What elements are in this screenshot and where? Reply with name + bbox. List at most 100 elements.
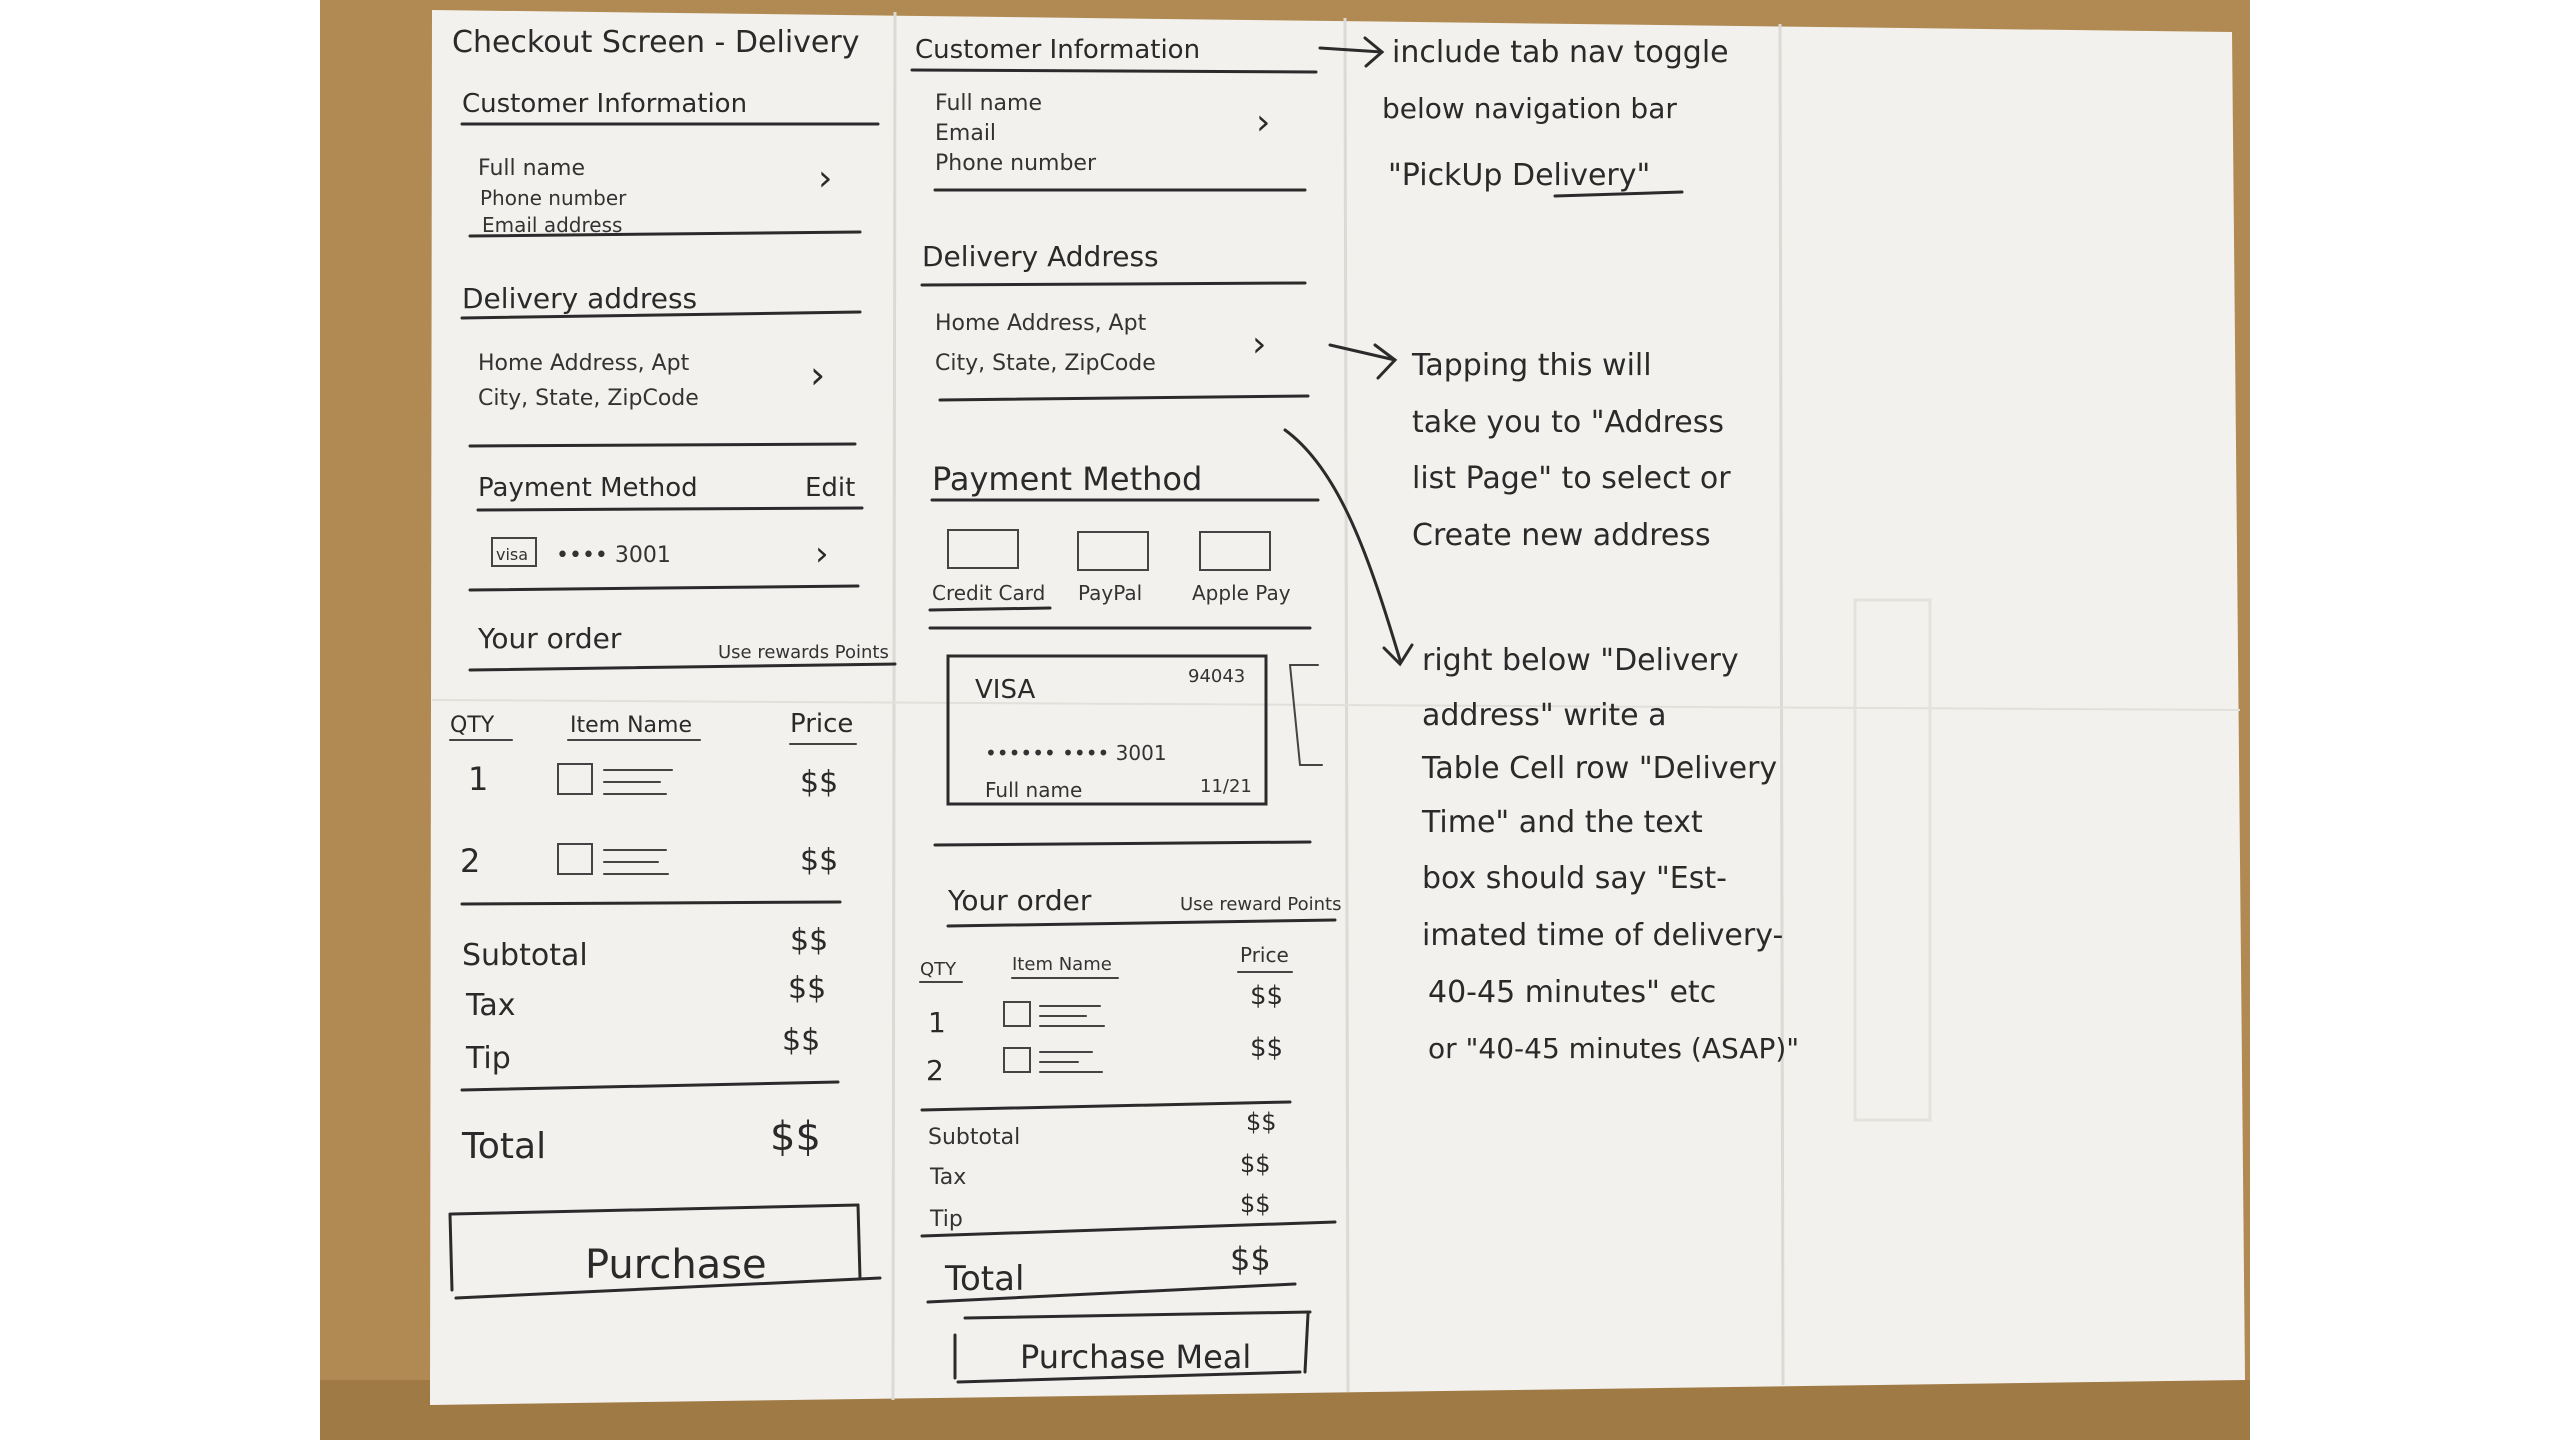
subtotal-label: Subtotal bbox=[928, 1125, 1020, 1150]
card-brand: visa bbox=[496, 545, 528, 564]
payment-option-credit-card: Credit Card bbox=[932, 581, 1045, 605]
note-delivery-time: Time" and the text bbox=[1421, 805, 1703, 840]
delivery-heading: Delivery Address bbox=[922, 240, 1159, 273]
card-brand: VISA bbox=[975, 675, 1035, 705]
payment-edit-link: Edit bbox=[805, 473, 855, 503]
customer-info-line: Email bbox=[935, 121, 996, 146]
credit-card-preview bbox=[946, 654, 1268, 806]
rewards-link: Use rewards Points bbox=[718, 642, 889, 663]
total-label: Total bbox=[944, 1259, 1024, 1299]
paypal-logo-icon bbox=[1077, 531, 1149, 571]
chevron-right-icon: › bbox=[1256, 102, 1270, 143]
note-delivery-time: 40-45 minutes" etc bbox=[1428, 975, 1716, 1010]
delivery-heading: Delivery address bbox=[462, 282, 697, 315]
order-qty: 2 bbox=[460, 842, 480, 880]
tip-value: $$ bbox=[1240, 1190, 1271, 1218]
arrow-curve-icon bbox=[1283, 428, 1402, 662]
note-delivery-time: box should say "Est- bbox=[1422, 861, 1727, 896]
tip-value: $$ bbox=[782, 1023, 820, 1058]
item-thumbnail-icon bbox=[557, 763, 593, 795]
order-price: $$ bbox=[1250, 1033, 1283, 1063]
item-thumbnail-icon bbox=[557, 843, 593, 875]
customer-info-heading: Customer Information bbox=[462, 89, 747, 119]
purchase-button-sketch: Purchase bbox=[585, 1242, 767, 1288]
payment-heading: Payment Method bbox=[478, 473, 698, 503]
order-heading: Your order bbox=[477, 622, 622, 655]
col-header-qty: QTY bbox=[450, 713, 495, 738]
item-thumbnail-icon bbox=[1003, 1047, 1031, 1073]
total-value: $$ bbox=[1230, 1240, 1271, 1278]
card-holder-name: Full name bbox=[985, 778, 1082, 802]
note-delivery-time: imated time of delivery- bbox=[1422, 918, 1783, 953]
customer-info-heading: Customer Information bbox=[915, 35, 1200, 65]
total-label: Total bbox=[461, 1126, 546, 1167]
chevron-right-icon: › bbox=[818, 158, 832, 199]
customer-info-line: Full name bbox=[478, 156, 585, 181]
customer-info-line: Phone number bbox=[935, 151, 1097, 176]
note-tab-nav: "PickUp Delivery" bbox=[1388, 158, 1650, 193]
col-header-qty: QTY bbox=[920, 959, 957, 980]
col-header-price: Price bbox=[1240, 943, 1289, 967]
order-price: $$ bbox=[800, 843, 838, 878]
arrow-right-icon bbox=[1318, 46, 1384, 54]
note-address-list: Tapping this will bbox=[1411, 348, 1652, 383]
fold-crease bbox=[1778, 23, 1785, 1386]
chevron-right-icon: › bbox=[815, 534, 829, 574]
tax-label: Tax bbox=[929, 1165, 966, 1190]
customer-info-line: Full name bbox=[935, 91, 1042, 116]
sketch-column-1: Checkout Screen - Delivery Customer Info… bbox=[448, 25, 897, 1300]
card-icon bbox=[491, 537, 537, 567]
total-value: $$ bbox=[770, 1114, 821, 1160]
delivery-line: City, State, ZipCode bbox=[478, 386, 699, 411]
credit-card-logo-icon bbox=[947, 529, 1019, 569]
chevron-right-icon: › bbox=[1252, 324, 1266, 365]
note-delivery-time: address" write a bbox=[1422, 698, 1667, 733]
purchase-meal-button-sketch: Purchase Meal bbox=[1020, 1338, 1251, 1376]
show-through-mark bbox=[1853, 598, 1932, 1122]
note-delivery-time: or "40-45 minutes (ASAP)" bbox=[1428, 1032, 1799, 1065]
rewards-link: Use reward Points bbox=[1180, 894, 1341, 915]
paper-sheet bbox=[430, 10, 2245, 1405]
card-expiry: 11/21 bbox=[1200, 776, 1252, 797]
chevron-right-icon: › bbox=[810, 353, 825, 397]
note-tab-nav: include tab nav toggle bbox=[1392, 35, 1729, 70]
sketch-column-2: Customer Information Full name Email Pho… bbox=[910, 35, 1341, 1384]
col-header-price: Price bbox=[790, 709, 853, 739]
col-header-item: Item Name bbox=[1012, 954, 1112, 975]
customer-info-line: Phone number bbox=[480, 186, 627, 210]
card-number: •••••• •••• 3001 bbox=[985, 741, 1167, 765]
subtotal-label: Subtotal bbox=[462, 938, 588, 973]
note-delivery-time: Table Cell row "Delivery bbox=[1421, 751, 1777, 786]
card-mask: •••• 3001 bbox=[556, 543, 671, 568]
tip-label: Tip bbox=[465, 1041, 511, 1076]
delivery-line: Home Address, Apt bbox=[478, 351, 690, 376]
order-price: $$ bbox=[1250, 981, 1283, 1011]
tax-value: $$ bbox=[788, 971, 826, 1006]
card-zip: 94043 bbox=[1188, 666, 1245, 687]
order-qty: 1 bbox=[468, 760, 488, 798]
col-header-item: Item Name bbox=[570, 713, 692, 738]
payment-heading: Payment Method bbox=[932, 460, 1202, 498]
note-address-list: take you to "Address bbox=[1412, 405, 1724, 440]
item-thumbnail-icon bbox=[1003, 1001, 1031, 1027]
delivery-line: City, State, ZipCode bbox=[935, 351, 1156, 376]
order-price: $$ bbox=[800, 765, 838, 800]
subtotal-value: $$ bbox=[1246, 1108, 1277, 1136]
sketch-annotations: include tab nav toggle below navigation … bbox=[1283, 35, 1799, 1065]
customer-info-line: Email address bbox=[482, 213, 622, 237]
tip-label: Tip bbox=[929, 1207, 963, 1232]
note-address-list: Create new address bbox=[1412, 518, 1711, 553]
order-qty: 1 bbox=[928, 1006, 946, 1039]
order-qty: 2 bbox=[926, 1054, 944, 1087]
note-delivery-time: right below "Delivery bbox=[1422, 643, 1739, 678]
fold-crease bbox=[431, 699, 2241, 711]
payment-option-paypal: PayPal bbox=[1078, 581, 1142, 605]
order-heading: Your order bbox=[947, 884, 1092, 917]
tax-label: Tax bbox=[465, 988, 516, 1023]
arrow-right-icon bbox=[1328, 343, 1397, 362]
fold-crease bbox=[891, 11, 897, 1401]
payment-option-apple-pay: Apple Pay bbox=[1192, 581, 1291, 605]
apple-pay-logo-icon bbox=[1199, 531, 1271, 571]
note-address-list: list Page" to select or bbox=[1412, 461, 1731, 496]
